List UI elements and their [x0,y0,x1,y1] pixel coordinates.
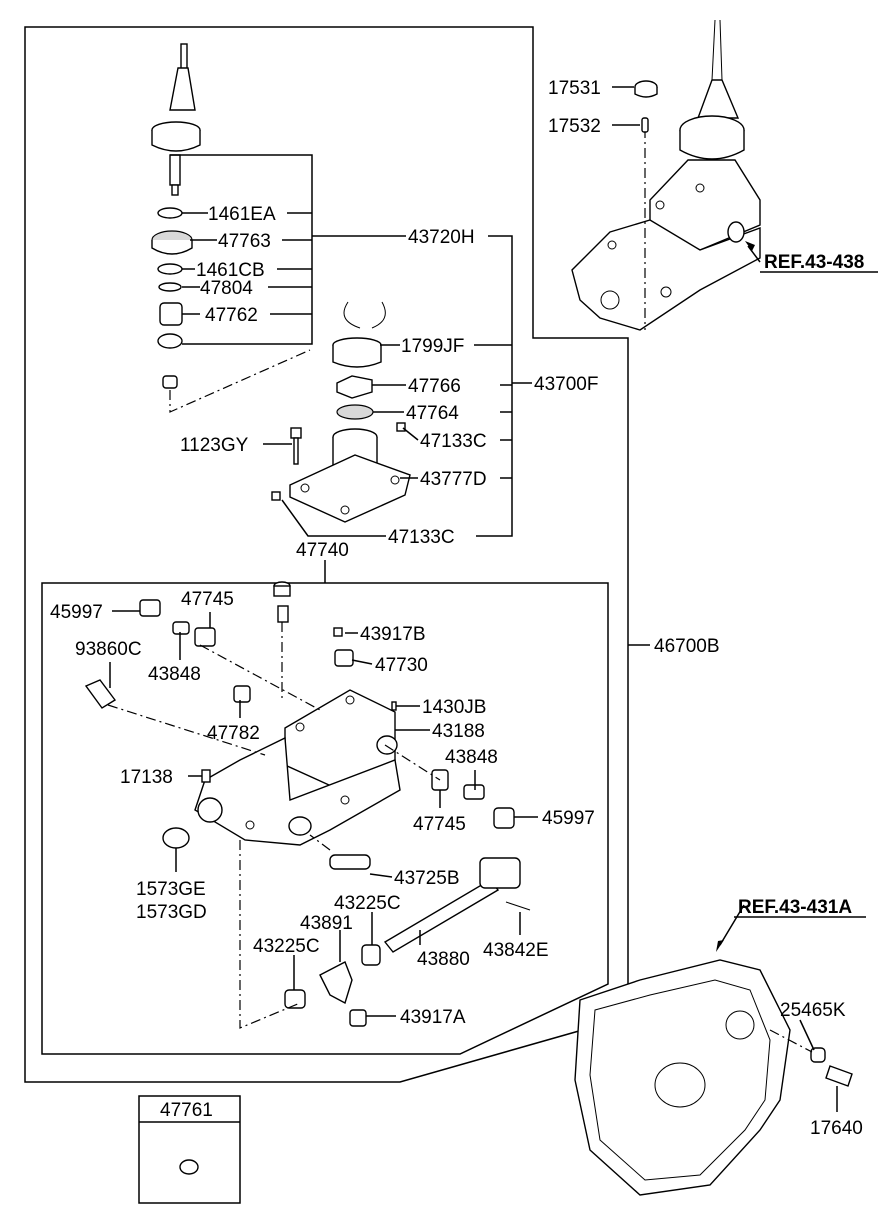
label-47761: 47761 [160,1100,213,1121]
label-43842E: 43842E [483,940,549,961]
label-1461CB: 1461CB [196,260,265,281]
label-43777D: 43777D [420,469,487,490]
outer-assembly-frame [24,26,629,1083]
label-43720H: 43720H [408,227,475,248]
part-47761-box [138,1095,241,1204]
label-47766: 47766 [408,376,461,397]
upper-right-shift-assembly [571,19,761,331]
label-25465K: 25465K [780,1000,846,1021]
leader-lines [109,86,838,1112]
label-43917A: 43917A [400,1007,466,1028]
label-1430JB: 1430JB [422,697,486,718]
label-17138: 17138 [120,767,173,788]
label-43725B: 43725B [394,868,460,889]
label-43848-left: 43848 [148,664,201,685]
part-labels: 17531 17532 REF.43-438 1461EA 47763 4372… [50,78,864,1139]
label-47740: 47740 [296,540,349,561]
label-43880: 43880 [417,949,470,970]
label-43225C-lower: 43225C [253,936,320,957]
label-47804: 47804 [200,278,253,299]
label-1573GE: 1573GE [136,879,206,900]
label-47745-upper: 47745 [181,589,234,610]
o-ring-47761 [179,1159,199,1175]
label-45997-right: 45997 [542,808,595,829]
label-47763: 47763 [218,231,271,252]
label-45997-left: 45997 [50,602,103,623]
label-1123GY: 1123GY [180,435,249,456]
transmission-case [574,904,853,1196]
label-ref-43-438: REF.43-438 [764,252,864,273]
label-47782: 47782 [207,723,260,744]
label-17532: 17532 [548,116,601,137]
label-17640: 17640 [810,1118,863,1139]
label-1799JF: 1799JF [401,336,464,357]
label-47764: 47764 [406,403,459,424]
label-ref-43-431A: REF.43-431A [738,897,852,918]
label-47133C-upper: 47133C [420,431,487,452]
label-43225C-upper: 43225C [334,893,401,914]
label-17531: 17531 [548,78,601,99]
label-47762: 47762 [205,305,258,326]
label-43848-right: 43848 [445,747,498,768]
label-43700F: 43700F [534,374,598,395]
upper-lever-stack [151,43,311,413]
label-43188: 43188 [432,721,485,742]
middle-cover-assembly [271,301,411,523]
label-43917B: 43917B [360,624,426,645]
label-47745-lower: 47745 [413,814,466,835]
label-1573GD: 1573GD [136,902,207,923]
label-47133C-lower: 47133C [388,527,455,548]
label-46700B: 46700B [654,636,720,657]
label-1461EA: 1461EA [208,204,276,225]
label-43891: 43891 [300,913,353,934]
inner-housing-frame [41,582,609,1055]
label-93860C: 93860C [75,639,142,660]
control-housing [84,581,531,1029]
label-47730: 47730 [375,655,428,676]
